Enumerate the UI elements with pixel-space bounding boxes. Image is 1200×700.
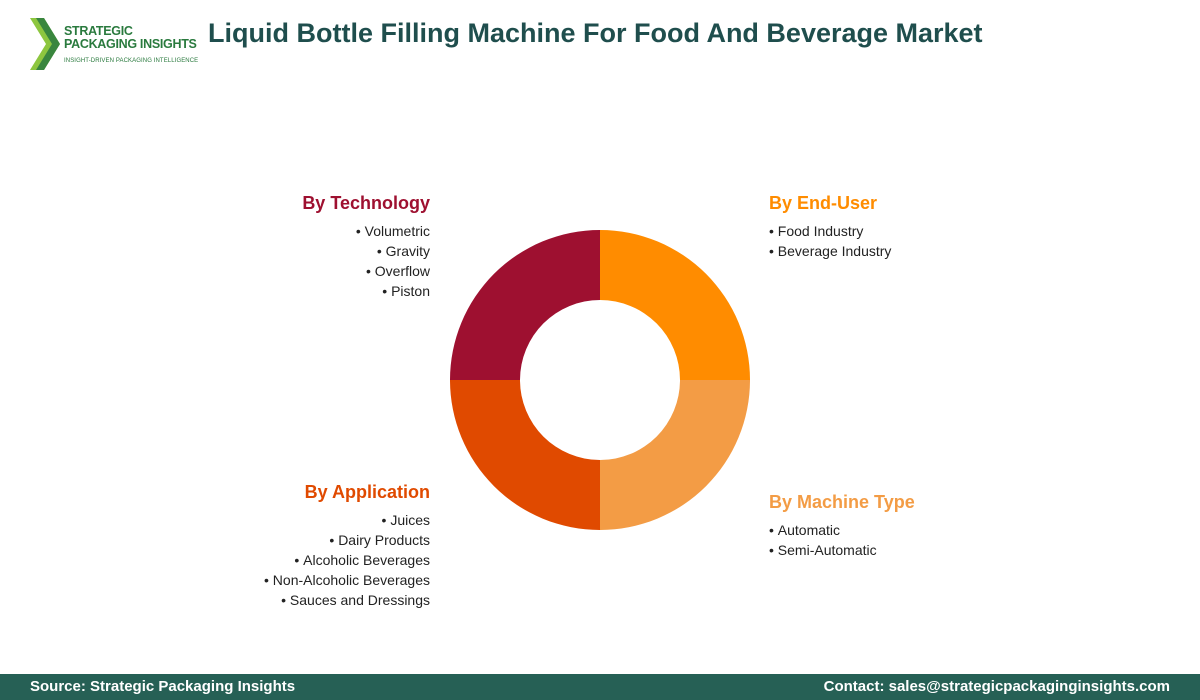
logo-text-line1: STRATEGIC xyxy=(64,24,133,38)
segment-item: Gravity xyxy=(190,241,430,261)
segment-item: Semi-Automatic xyxy=(769,540,1009,560)
segment-technology-title: By Technology xyxy=(302,193,430,213)
donut-slice-by-application xyxy=(450,380,600,530)
donut-slice-by-technology xyxy=(450,230,600,380)
segment-application: By Application JuicesDairy ProductsAlcoh… xyxy=(190,482,430,610)
segment-machine-type: By Machine Type AutomaticSemi-Automatic xyxy=(769,492,1009,560)
segment-item: Volumetric xyxy=(190,221,430,241)
segment-item: Overflow xyxy=(190,261,430,281)
footer-source: Source: Strategic Packaging Insights xyxy=(30,678,296,695)
segment-item: Alcoholic Beverages xyxy=(190,550,430,570)
donut-slice-by-end-user xyxy=(600,230,750,380)
segment-technology-list: VolumetricGravityOverflowPiston xyxy=(190,221,430,301)
logo-text-line2: PACKAGING INSIGHTS xyxy=(64,37,197,51)
segment-application-list: JuicesDairy ProductsAlcoholic BeveragesN… xyxy=(190,510,430,610)
page-title: Liquid Bottle Filling Machine For Food A… xyxy=(208,18,983,48)
segment-item: Dairy Products xyxy=(190,530,430,550)
footer-contact: Contact: sales@strategicpackaginginsight… xyxy=(823,678,1170,695)
segment-technology: By Technology VolumetricGravityOverflowP… xyxy=(190,193,430,301)
segment-end-user-title: By End-User xyxy=(769,193,878,213)
logo-tagline: INSIGHT-DRIVEN PACKAGING INTELLIGENCE xyxy=(64,58,199,64)
segment-machine-type-title: By Machine Type xyxy=(769,492,915,512)
donut-slice-by-machine-type xyxy=(600,380,750,530)
segment-machine-type-list: AutomaticSemi-Automatic xyxy=(769,520,1009,560)
footer-bar: Source: Strategic Packaging Insights Con… xyxy=(0,674,1200,700)
logo-chevron-icon xyxy=(30,18,60,70)
segment-item: Non-Alcoholic Beverages xyxy=(190,570,430,590)
segment-item: Automatic xyxy=(769,520,1009,540)
segment-item: Food Industry xyxy=(769,221,1009,241)
segment-item: Piston xyxy=(190,281,430,301)
segment-item: Sauces and Dressings xyxy=(190,590,430,610)
segment-application-title: By Application xyxy=(304,482,430,502)
segment-end-user: By End-User Food IndustryBeverage Indust… xyxy=(769,193,1009,261)
brand-logo: STRATEGIC PACKAGING INSIGHTS INSIGHT-DRI… xyxy=(30,18,198,74)
segment-item: Beverage Industry xyxy=(769,241,1009,261)
donut-chart xyxy=(450,230,750,530)
segment-item: Juices xyxy=(190,510,430,530)
segment-end-user-list: Food IndustryBeverage Industry xyxy=(769,221,1009,261)
